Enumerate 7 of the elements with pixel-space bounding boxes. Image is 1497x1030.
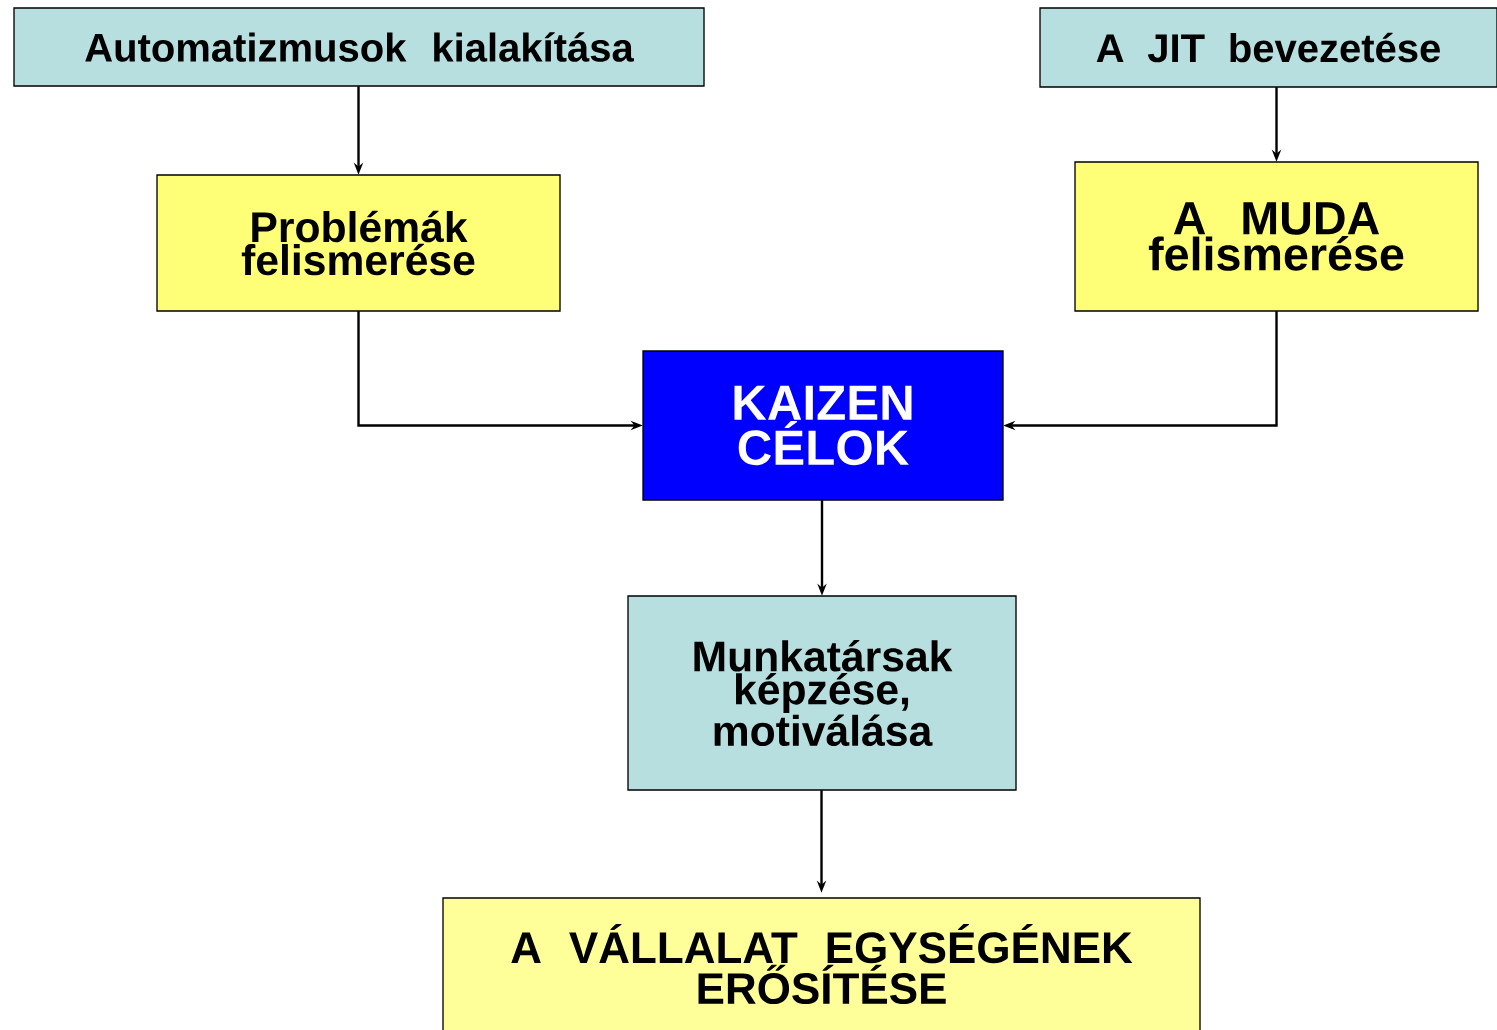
goal-box: KAIZEN CÉLOK <box>642 350 1004 501</box>
process-box: A MUDA felismerése <box>1074 161 1479 312</box>
result-box: A VÁLLALAT EGYSÉGÉNEK ERŐSÍTÉSE <box>442 897 1201 1030</box>
process-box: Problémák felismerése <box>156 174 561 312</box>
process-box: Automatizmusok kialakítása <box>13 7 705 87</box>
process-box: Munkatársak képzése, motiválása <box>627 595 1017 791</box>
process-box: A JIT bevezetése <box>1039 7 1497 88</box>
